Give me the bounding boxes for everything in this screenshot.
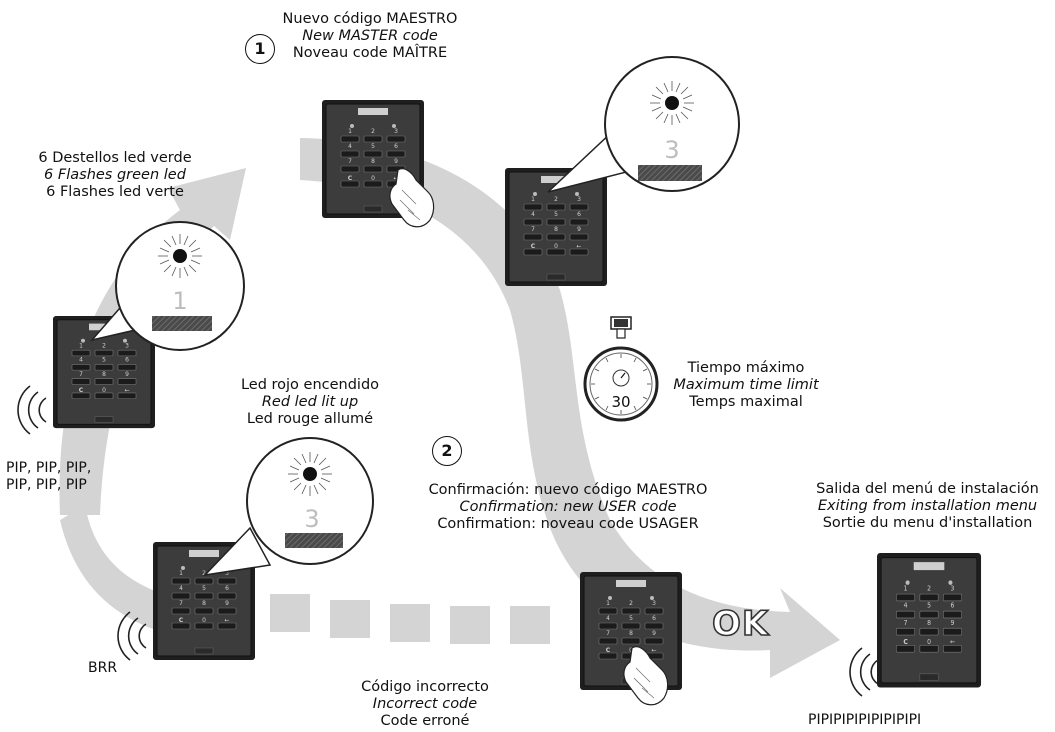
green-flash-es: 6 Destellos led verde [38,150,192,166]
incorrect-fr: Code erroné [380,713,470,729]
incorrect-es: Código incorrecto [361,679,489,695]
exit-beeps-label: PIPIPIPIPIPIPIPIPI [808,712,922,728]
incorrect-code-label: Código incorrecto Incorrect code Code er… [340,679,510,730]
step-2-label: Confirmación: nuevo código MAESTRO Confi… [408,482,728,533]
keypad-device-top [321,99,435,228]
time-limit-es: Tiempo máximo [687,360,805,376]
sound-waves-left [17,385,47,435]
incorrect-en: Incorrect code [372,696,478,712]
step-1-badge: 1 [245,34,275,64]
red-led-label: Led rojo encendido Red led lit up Led ro… [225,377,395,428]
step-2-badge: 2 [432,436,462,466]
step-1-es: Nuevo código MAESTRO [282,11,458,27]
pip-line-2: PIP, PIP, PIP [6,477,87,493]
zoom-callout-bottom [202,437,374,577]
step-2-es: Confirmación: nuevo código MAESTRO [428,482,708,498]
time-limit-label: Tiempo máximo Maximum time limit Temps m… [672,360,820,411]
ok-text: OK [711,603,770,645]
left-up-arrow [59,168,246,515]
step-1-fr: Noveau code MAÎTRE [292,45,448,61]
incorrect-code-dashed-arrow [60,505,550,644]
zoom-callout-left [89,221,245,351]
pip-line-1: PIP, PIP, PIP, [6,460,92,476]
keypad-device-bottom-center [579,571,683,706]
pip-sound-label: PIP, PIP, PIP, PIP, PIP, PIP [6,460,91,494]
step-1-label: Nuevo código MAESTRO New MASTER code Nov… [280,11,460,62]
green-flash-label: 6 Destellos led verde 6 Flashes green le… [20,150,210,201]
keypad-device-exit [876,552,982,689]
main-curve-arrow [300,138,840,678]
exit-menu-label: Salida del menú de instalación Exiting f… [800,481,1055,532]
zoom-digit-top-right: 3 [664,136,679,164]
step-1-en: New MASTER code [302,28,438,44]
sound-waves-exit [849,647,879,697]
green-flash-en: 6 Flashes green led [44,167,186,183]
stopwatch-icon [583,316,659,422]
step-2-fr: Confirmation: noveau code USAGER [437,516,699,532]
zoom-digit-left: 1 [172,287,187,315]
brr-sound-label: BRR [88,660,118,676]
green-flash-fr: 6 Flashes led verte [46,184,184,200]
zoom-callout-top-right [547,56,740,193]
step-2-en: Confirmation: new USER code [459,499,677,515]
time-limit-en: Maximum time limit [673,377,819,393]
time-limit-fr: Temps maximal [689,394,803,410]
stopwatch-seconds: 30 [611,393,630,411]
exit-menu-en: Exiting from installation menu [817,498,1038,514]
red-led-es: Led rojo encendido [240,377,380,393]
red-led-fr: Led rouge allumé [246,411,374,427]
red-led-en: Red led lit up [261,394,359,410]
flow-arrows [59,138,840,678]
exit-menu-fr: Sortie du menu d'installation [822,515,1033,531]
sound-waves-bottom-left [117,611,147,661]
zoom-digit-bottom: 3 [304,505,319,533]
exit-menu-es: Salida del menú de instalación [816,481,1039,497]
